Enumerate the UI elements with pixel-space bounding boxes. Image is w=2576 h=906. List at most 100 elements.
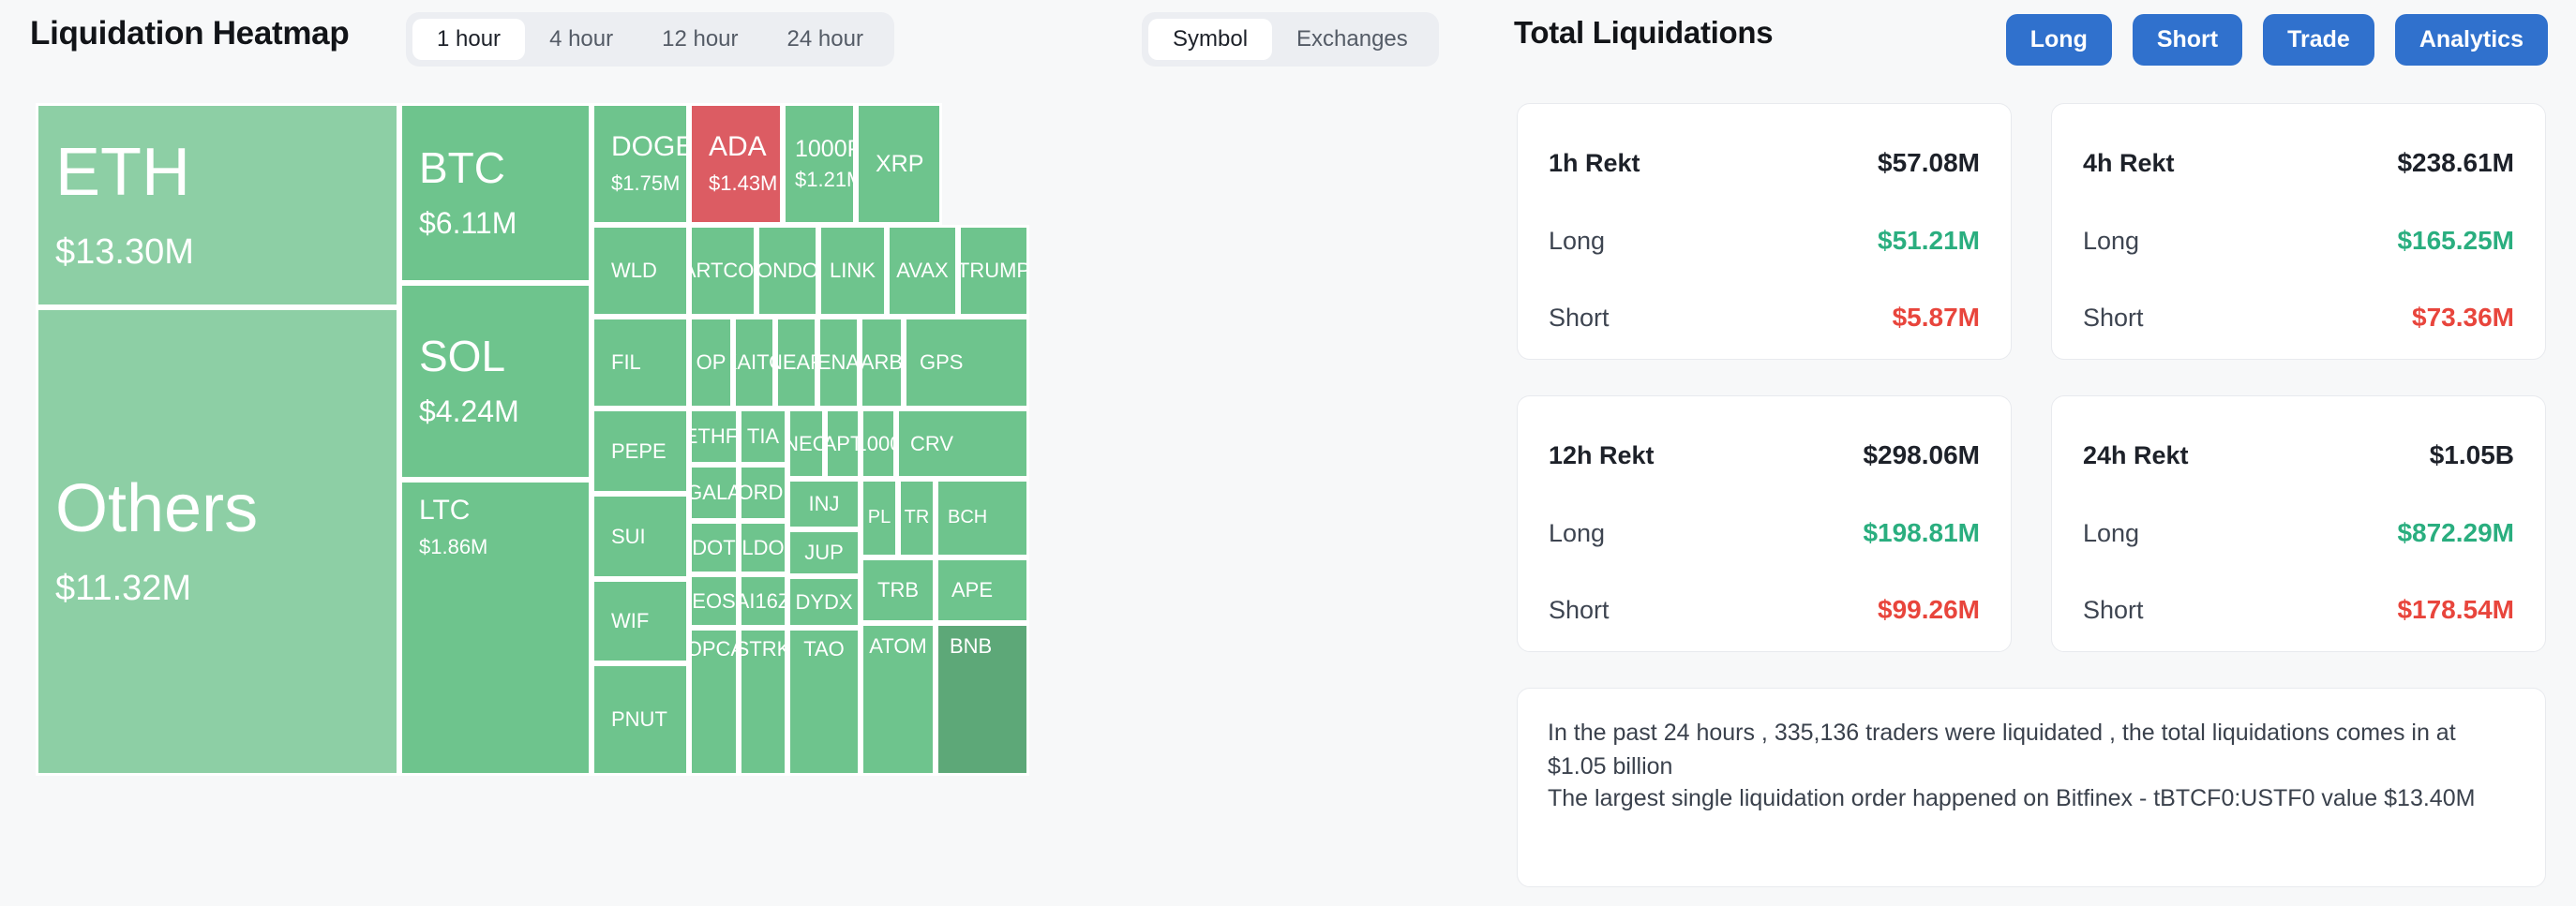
treemap-tile-pnut[interactable]: PNUT [592, 663, 689, 776]
short-button[interactable]: Short [2132, 14, 2243, 66]
stat-card-4h[interactable]: 4h Rekt $238.61M Long $165.25M Short $73… [2051, 103, 2546, 360]
treemap-tile-neo[interactable]: NEO [787, 408, 825, 479]
stat-card-24h[interactable]: 24h Rekt $1.05B Long $872.29M Short $178… [2051, 395, 2546, 652]
treemap-tile-wif[interactable]: WIF [592, 579, 689, 663]
card-short-value: $178.54M [2397, 595, 2514, 624]
treemap-tile-arb[interactable]: ARB [860, 317, 904, 408]
treemap-tile-pl[interactable]: PL [861, 479, 898, 557]
tile-symbol: FARTCOIN [692, 259, 755, 283]
treemap-tile-tr[interactable]: TR [898, 479, 936, 557]
tile-symbol: INJ [808, 492, 840, 516]
card-short-value: $99.26M [1878, 595, 1980, 624]
long-button[interactable]: Long [2005, 14, 2112, 66]
stat-card-1h[interactable]: 1h Rekt $57.08M Long $51.21M Short $5.87… [1517, 103, 2012, 360]
tab-12-hour[interactable]: 12 hour [662, 26, 739, 52]
tile-symbol: ADA [709, 131, 767, 163]
tile-symbol: APE [951, 578, 994, 602]
tile-symbol: ONDO [756, 259, 818, 283]
tab-exchanges[interactable]: Exchanges [1296, 26, 1408, 52]
treemap-tile-inj[interactable]: INJ [787, 479, 861, 529]
header-action-buttons: Long Short Trade Analytics [2005, 14, 2548, 66]
tile-symbol: APT [828, 431, 861, 455]
treemap-tile-btc[interactable]: BTC $6.11M [399, 103, 592, 283]
treemap-tile-wld[interactable]: WLD [592, 225, 689, 317]
treemap-tile-atom[interactable]: ATOM [861, 623, 936, 776]
treemap-tile-ape[interactable]: APE [936, 557, 1029, 623]
treemap-tile-ordi[interactable]: ORDI [739, 465, 787, 521]
treemap-tile-strk[interactable]: STRK [739, 628, 787, 776]
treemap-tile-jup[interactable]: JUP [787, 529, 861, 576]
treemap-tile-ai16z[interactable]: AI16Z [739, 574, 787, 628]
treemap-tile-1000[interactable]: 1000 [861, 408, 896, 479]
tab-1-hour[interactable]: 1 hour [412, 19, 526, 60]
trade-button[interactable]: Trade [2263, 14, 2374, 66]
treemap-tile-ldo[interactable]: LDO [739, 521, 787, 574]
grouping-tab-group[interactable]: Symbol Exchanges [1142, 12, 1439, 67]
treemap-tile-fil[interactable]: FIL [592, 317, 689, 408]
treemap-tile-fartcoin[interactable]: FARTCOIN [689, 225, 756, 317]
treemap-tile-trump[interactable]: TRUMP [958, 225, 1029, 317]
treemap-tile-trb[interactable]: TRB [861, 557, 936, 623]
tab-symbol[interactable]: Symbol [1148, 19, 1273, 60]
treemap-tile-link[interactable]: LINK [818, 225, 887, 317]
treemap-tile-near[interactable]: NEAR [775, 317, 817, 408]
tile-value: $4.24M [419, 394, 519, 428]
treemap-tile-eos[interactable]: EOS [689, 574, 739, 628]
treemap-tile-ada[interactable]: ADA $1.43M [689, 103, 783, 225]
analytics-button[interactable]: Analytics [2394, 14, 2548, 66]
treemap-tile-apt[interactable]: APT [825, 408, 861, 479]
tile-value: $1.86M [419, 534, 488, 558]
treemap-tile-dydx[interactable]: DYDX [787, 576, 861, 628]
tile-symbol: ATOM [869, 634, 927, 658]
stat-card-12h[interactable]: 12h Rekt $298.06M Long $198.81M Short $9… [1517, 395, 2012, 652]
treemap-tile-crv[interactable]: CRV [896, 408, 1029, 479]
liquidation-treemap[interactable]: ETH $13.30M Others $11.32M BTC $6.11M SO… [36, 103, 1500, 776]
treemap-tile-others[interactable]: Others $11.32M [36, 307, 399, 776]
treemap-tile-ena[interactable]: ENA [817, 317, 860, 408]
treemap-tile-op[interactable]: OP [689, 317, 733, 408]
treemap-tile-ltc[interactable]: LTC $1.86M [399, 480, 592, 776]
card-long-value: $872.29M [2397, 518, 2514, 547]
treemap-tile-bch[interactable]: BCH [936, 479, 1029, 557]
treemap-tile-gala[interactable]: GALA [689, 465, 739, 521]
tile-symbol: TRUMP [958, 259, 1029, 283]
tile-symbol: DOGE [611, 131, 689, 163]
card-long-label: Long [1549, 519, 1606, 547]
tab-24-hour[interactable]: 24 hour [786, 26, 863, 52]
card-total-value: $57.08M [1878, 148, 1980, 177]
tile-symbol: AI16Z [741, 588, 787, 613]
treemap-tile-sui[interactable]: SUI [592, 494, 689, 579]
tile-symbol: LTC [419, 495, 471, 526]
treemap-tile-tao[interactable]: TAO [787, 628, 861, 776]
treemap-tile-popcat[interactable]: POPCAT [689, 628, 739, 776]
tile-symbol: GPS [920, 350, 964, 375]
card-total-value: $1.05B [2429, 440, 2514, 469]
tile-symbol: Others [55, 471, 259, 546]
treemap-tile-eth[interactable]: ETH $13.30M [36, 103, 399, 307]
treemap-tile-pepe[interactable]: PEPE [592, 408, 689, 494]
treemap-tile-xrp[interactable]: XRP [856, 103, 942, 225]
treemap-tile-1000pepe[interactable]: 1000PEPE $1.21M [783, 103, 856, 225]
tile-symbol: TRB [877, 578, 919, 602]
treemap-tile-ondo[interactable]: ONDO [756, 225, 818, 317]
tile-symbol: CRV [910, 431, 954, 455]
treemap-tile-dot[interactable]: DOT [689, 521, 739, 574]
treemap-tile-avax[interactable]: AVAX [887, 225, 958, 317]
tile-value: $1.75M [611, 171, 681, 196]
treemap-tile-sol[interactable]: SOL $4.24M [399, 283, 592, 480]
card-period-label: 12h Rekt [1549, 441, 1655, 469]
summary-line-1: In the past 24 hours , 335,136 traders w… [1548, 720, 2456, 780]
summary-line-2: The largest single liquidation order hap… [1548, 785, 2476, 811]
treemap-tile-bnb[interactable]: BNB [936, 623, 1029, 776]
summary-panel: In the past 24 hours , 335,136 traders w… [1517, 688, 2546, 887]
card-long-label: Long [2083, 519, 2140, 547]
treemap-tile-kaito[interactable]: KAITO [733, 317, 775, 408]
tab-4-hour[interactable]: 4 hour [549, 26, 614, 52]
treemap-tile-doge[interactable]: DOGE $1.75M [592, 103, 689, 225]
treemap-tile-gps[interactable]: GPS [904, 317, 1029, 408]
treemap-tile-tia[interactable]: TIA [739, 408, 787, 465]
timeframe-tab-group[interactable]: 1 hour 4 hour 12 hour 24 hour [406, 12, 894, 67]
card-short-label: Short [1549, 304, 1610, 332]
treemap-tile-ethfi[interactable]: ETHFI [689, 408, 739, 465]
tile-symbol: TAO [803, 637, 845, 661]
